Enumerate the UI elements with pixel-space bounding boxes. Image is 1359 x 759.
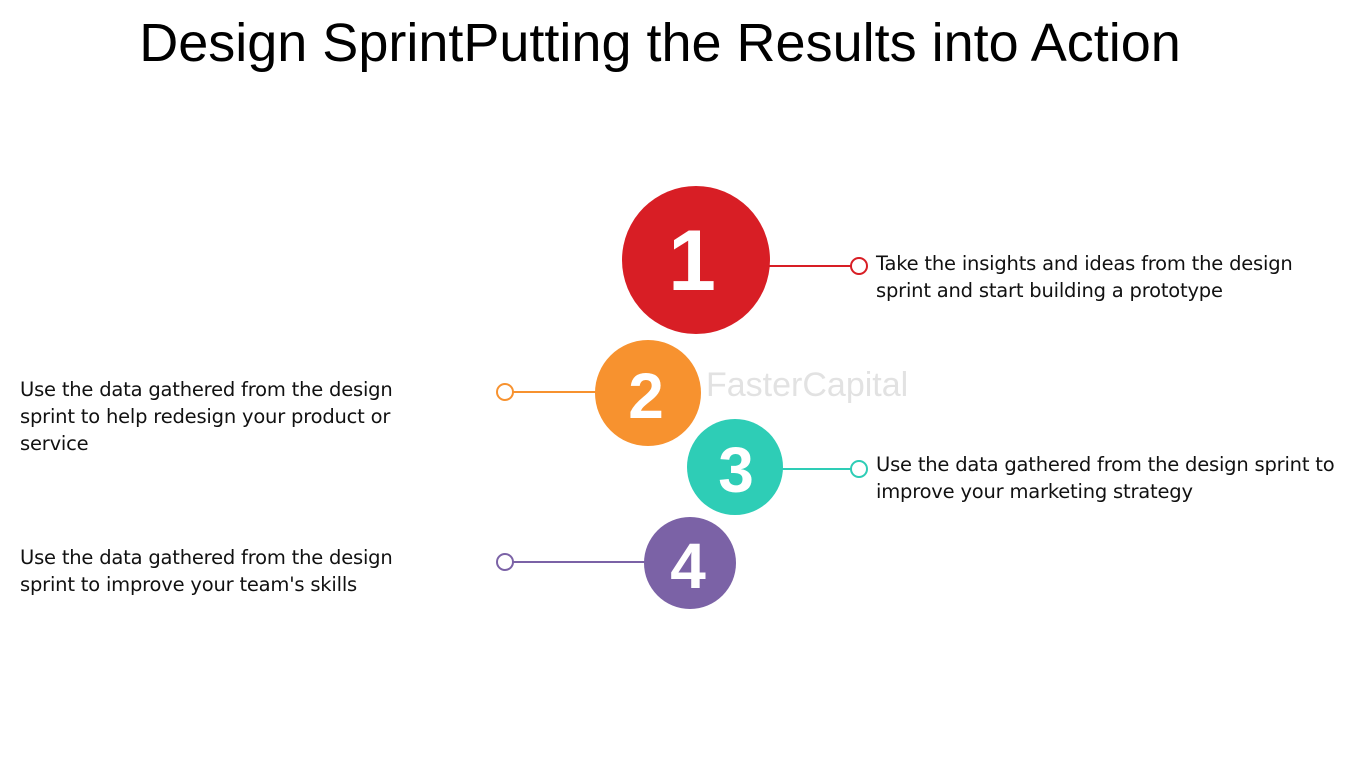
marker-4 bbox=[496, 553, 514, 571]
step-number-1: 1 bbox=[668, 213, 716, 309]
step-circle-2 bbox=[595, 340, 701, 446]
step-text-4: Use the data gathered from the design sp… bbox=[20, 546, 393, 596]
step-circle-3 bbox=[687, 419, 783, 515]
step-text-2: Use the data gathered from the design sp… bbox=[20, 378, 393, 455]
marker-2 bbox=[496, 383, 514, 401]
step-number-4: 4 bbox=[670, 530, 706, 602]
page-title: Design SprintPutting the Results into Ac… bbox=[139, 13, 1181, 73]
step-circle-1 bbox=[622, 186, 770, 334]
marker-3 bbox=[850, 460, 868, 478]
marker-1 bbox=[850, 257, 868, 275]
step-text-3: Use the data gathered from the design sp… bbox=[876, 453, 1335, 503]
watermark: FasterCapital bbox=[706, 366, 908, 404]
step-number-3: 3 bbox=[718, 434, 754, 506]
step-number-2: 2 bbox=[628, 360, 664, 432]
step-text-1: Take the insights and ideas from the des… bbox=[876, 252, 1293, 302]
step-circle-4 bbox=[644, 517, 736, 609]
